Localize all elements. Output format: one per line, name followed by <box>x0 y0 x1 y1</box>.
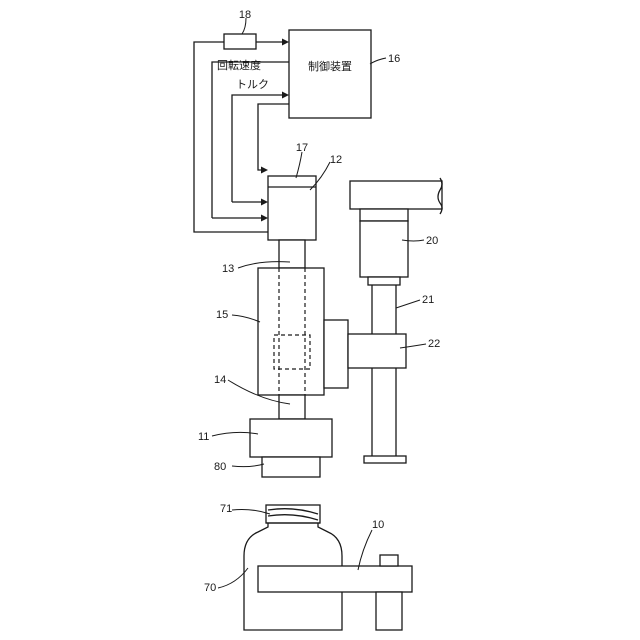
cylinder-neck <box>368 277 400 285</box>
command-line <box>258 104 289 170</box>
ref-13: 13 <box>222 263 234 275</box>
ref-22: 22 <box>428 338 440 350</box>
ref-17: 17 <box>296 142 308 154</box>
bracket <box>324 320 348 388</box>
leader-20 <box>402 240 424 241</box>
cylinder-20 <box>360 221 408 277</box>
leader-21 <box>396 300 420 308</box>
arrow-torque <box>282 92 289 99</box>
frame-top <box>350 181 442 209</box>
ref-15: 15 <box>216 309 228 321</box>
holder-knob <box>380 555 398 566</box>
ref-16: 16 <box>388 53 400 65</box>
cap-80 <box>262 457 320 477</box>
housing-15 <box>258 268 324 395</box>
leader-15 <box>232 315 260 322</box>
ref-20: 20 <box>426 235 438 247</box>
controller-box <box>289 30 371 118</box>
rotation-speed-label: 回転速度 <box>217 58 261 72</box>
bottle-thread-71 <box>266 505 320 523</box>
torque-label: トルク <box>236 78 269 91</box>
arrow-to-controller-top <box>282 39 289 46</box>
shaft-14-lower <box>279 395 305 419</box>
rod-foot <box>364 456 406 463</box>
chuck-11 <box>250 419 332 457</box>
ref-11: 11 <box>198 431 209 443</box>
ref-80: 80 <box>214 461 226 473</box>
cylinder-cap <box>360 209 408 221</box>
ref-12: 12 <box>330 154 342 166</box>
leader-10 <box>358 530 372 570</box>
leader-16 <box>370 58 386 64</box>
arrow-command <box>261 167 268 174</box>
leader-71 <box>232 510 270 515</box>
holder-10 <box>258 566 412 592</box>
holder-post <box>376 592 402 630</box>
controller-label: 制御装置 <box>308 59 352 73</box>
arrow-rotation-speed <box>261 215 268 222</box>
ref-18: 18 <box>239 9 251 21</box>
sensor-18 <box>224 34 256 49</box>
ref-21: 21 <box>422 294 434 306</box>
leader-17 <box>296 152 302 178</box>
slider-22 <box>348 334 406 368</box>
ref-71: 71 <box>220 503 232 515</box>
motor-12 <box>268 176 316 240</box>
ref-14: 14 <box>214 374 226 386</box>
shaft-13-upper <box>279 240 305 268</box>
arrow-torque-motor <box>261 199 268 206</box>
ref-10: 10 <box>372 519 384 531</box>
ref-70: 70 <box>204 582 216 594</box>
leader-80 <box>232 464 264 467</box>
